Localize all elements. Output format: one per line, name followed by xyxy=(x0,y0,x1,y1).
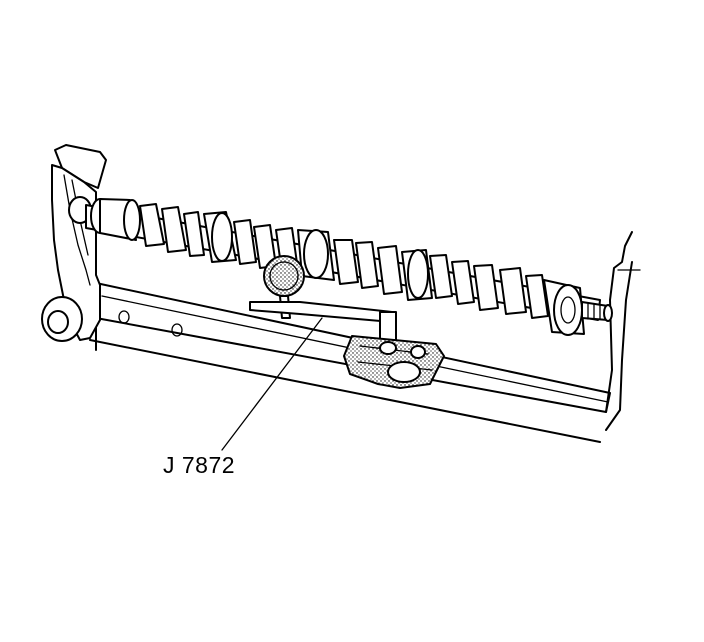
rear-block xyxy=(605,231,641,431)
callout-leader xyxy=(221,317,323,451)
camshaft xyxy=(85,198,613,336)
tool-callout-label: J 7872 xyxy=(163,452,236,478)
dial-indicator-tool xyxy=(249,255,445,389)
front-bracket xyxy=(41,144,107,342)
